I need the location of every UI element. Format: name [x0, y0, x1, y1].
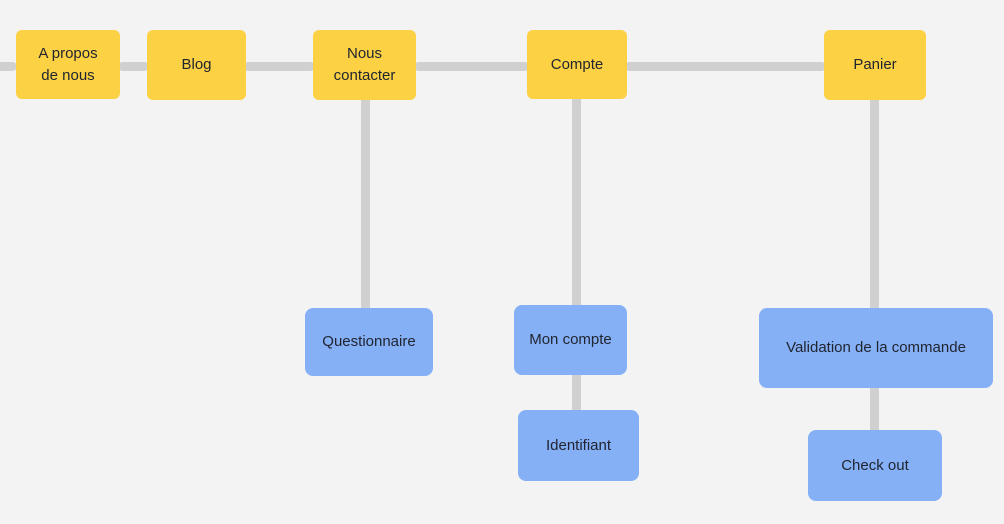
node-label: Nous contacter [333, 45, 396, 84]
node-compte[interactable]: Compte [527, 30, 627, 99]
connector-nouscontacter-compte [414, 62, 529, 71]
node-check-out[interactable]: Check out [808, 430, 942, 501]
node-validation-de-la-commande[interactable]: Validation de la commande [759, 308, 993, 388]
node-questionnaire[interactable]: Questionnaire [305, 308, 433, 376]
node-identifiant[interactable]: Identifiant [518, 410, 639, 481]
node-a-propos-de-nous[interactable]: A propos de nous [16, 30, 120, 99]
node-label: Check out [841, 456, 909, 474]
node-label: Validation de la commande [786, 339, 966, 356]
node-label: Questionnaire [322, 333, 416, 350]
node-nous-contacter[interactable]: Nous contacter [313, 30, 416, 100]
connector-nouscontacter-questionnaire [361, 96, 370, 312]
node-label: Compte [550, 55, 604, 73]
node-label: Identifiant [545, 436, 612, 454]
connector-compte-moncompte [572, 95, 581, 309]
connector-compte-panier [625, 62, 826, 71]
connector-panier-validation [870, 96, 879, 312]
connector-root-left-edge [0, 62, 17, 71]
node-label: Blog [181, 56, 212, 73]
connector-validation-checkout [870, 384, 879, 434]
node-blog[interactable]: Blog [147, 30, 246, 100]
node-mon-compte[interactable]: Mon compte [514, 305, 627, 375]
node-label: Panier [853, 56, 897, 73]
node-panier[interactable]: Panier [824, 30, 926, 100]
node-label: A propos de nous [38, 44, 98, 84]
connector-blog-nouscontacter [244, 62, 315, 71]
node-label: Mon compte [529, 331, 612, 348]
connector-apropos-blog [118, 62, 149, 71]
connector-moncompte-identifiant [572, 371, 581, 414]
